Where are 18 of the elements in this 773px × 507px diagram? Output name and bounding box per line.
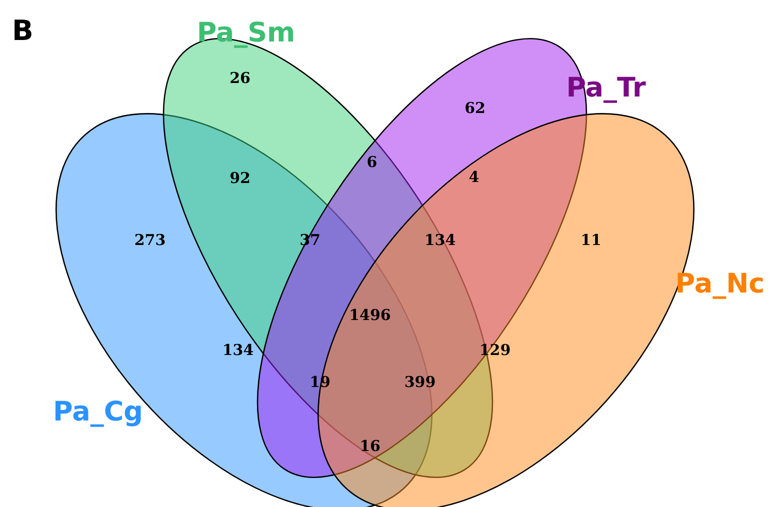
region-count: 92 [230, 169, 250, 187]
region-count: 16 [360, 437, 380, 455]
set-label: Pa_Cg [53, 396, 143, 428]
region-count: 134 [222, 341, 254, 359]
region-count: 4 [468, 168, 480, 186]
panel-letter: B [12, 14, 34, 47]
set-label: Pa_Nc [675, 268, 765, 300]
region-count: 273 [134, 231, 166, 249]
region-count: 129 [479, 341, 511, 359]
region-count: 1496 [349, 306, 391, 324]
region-count: 62 [464, 99, 486, 117]
region-count: 19 [310, 373, 330, 391]
region-count: 399 [404, 373, 436, 391]
set-label: Pa_Sm [196, 18, 296, 48]
region-count: 11 [580, 231, 602, 249]
region-count: 134 [424, 231, 456, 249]
region-count: 6 [366, 153, 378, 171]
region-count: 26 [230, 69, 250, 87]
